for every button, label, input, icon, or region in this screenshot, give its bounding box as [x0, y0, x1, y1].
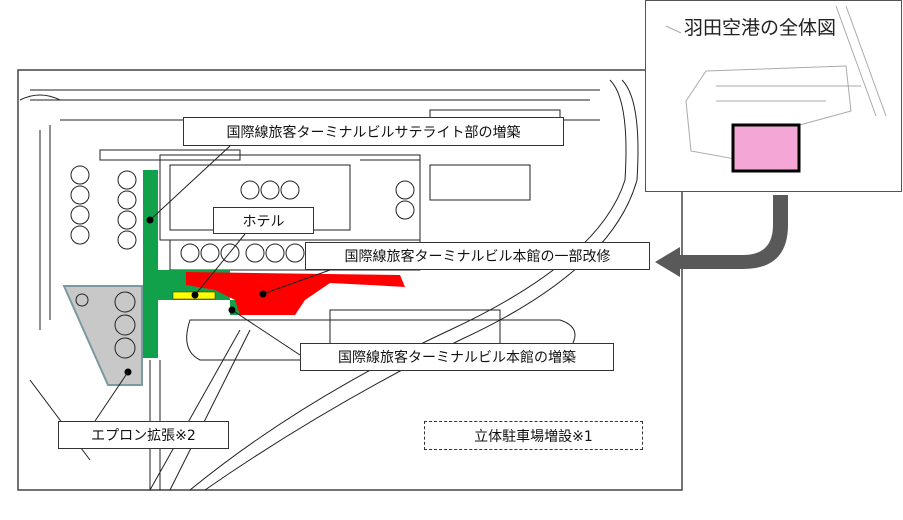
label-parking-extension: 立体駐車場増設※1	[424, 421, 643, 450]
label-hotel: ホテル	[213, 207, 314, 234]
highlight-box	[731, 123, 801, 173]
main-renovation-area	[186, 272, 405, 315]
label-main-extension: 国際線旅客ターミナルビル本館の増築	[300, 343, 614, 371]
airport-overview-inset: 羽田空港の全体図	[645, 0, 902, 192]
apron-extension-area	[62, 285, 143, 386]
airport-overview-map	[665, 5, 887, 173]
location-arrow-icon	[655, 195, 788, 277]
leader-lines	[149, 145, 331, 356]
satellite-extension-area	[143, 170, 245, 358]
label-main-renovation: 国際線旅客ターミナルビル本館の一部改修	[305, 242, 650, 270]
stand-circles	[70, 165, 415, 263]
apron-circles	[75, 291, 136, 359]
inset-title: 羽田空港の全体図	[684, 17, 837, 39]
label-apron-extension: エプロン拡張※2	[58, 421, 229, 449]
label-satellite-extension: 国際線旅客ターミナルビルサテライト部の増築	[183, 117, 564, 146]
